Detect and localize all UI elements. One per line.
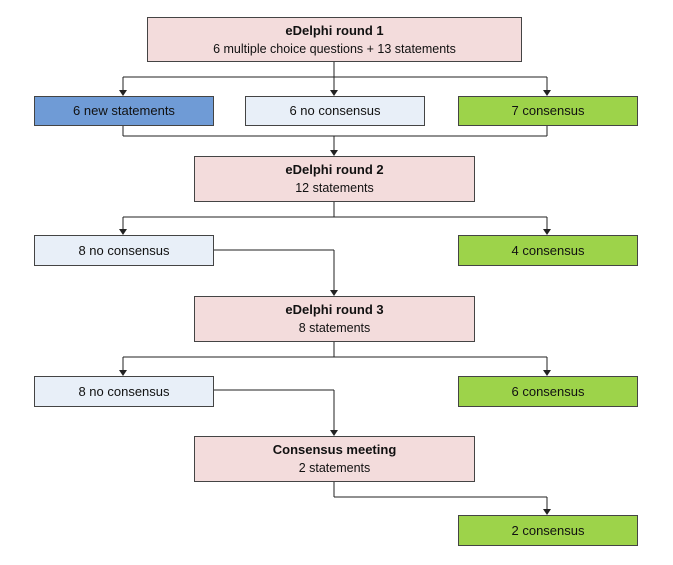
round-1-subtitle: 6 multiple choice questions + 13 stateme…: [213, 41, 456, 56]
arrowhead: [543, 509, 551, 515]
round-2-subtitle: 12 statements: [295, 181, 374, 195]
consensus-meeting-subtitle: 2 statements: [298, 461, 371, 475]
arrowhead: [543, 370, 551, 376]
arrowhead: [330, 290, 338, 296]
round-2-no-consensus-box: 8 no consensus: [34, 235, 214, 266]
round-3-title: eDelphi round 3: [285, 302, 384, 317]
new-statements-box: 6 new statements: [34, 96, 214, 126]
arrowhead: [119, 370, 127, 376]
round-2-no-consensus-label: 8 no consensus: [78, 242, 170, 258]
consensus-meeting-title: Consensus meeting: [272, 442, 397, 457]
round-3-consensus-box: 6 consensus: [458, 376, 638, 407]
arrowhead: [330, 430, 338, 436]
arrowhead: [330, 90, 338, 96]
round-2-consensus-box: 4 consensus: [458, 235, 638, 266]
final-consensus-label: 2 consensus: [511, 522, 585, 538]
round-1-consensus-box: 7 consensus: [458, 96, 638, 126]
round-1-no-consensus-label: 6 no consensus: [289, 103, 381, 118]
round-1-box: eDelphi round 1 6 multiple choice questi…: [147, 17, 522, 62]
round-3-consensus-label: 6 consensus: [511, 383, 585, 399]
round-3-subtitle: 8 statements: [298, 321, 371, 335]
round-1-title: eDelphi round 1: [285, 22, 384, 38]
arrowhead: [119, 229, 127, 235]
new-statements-label: 6 new statements: [73, 103, 175, 118]
round-2-title: eDelphi round 2: [285, 162, 384, 177]
round-3-no-consensus-box: 8 no consensus: [34, 376, 214, 407]
arrowhead: [543, 229, 551, 235]
round-1-consensus-label: 7 consensus: [511, 103, 585, 118]
arrowhead: [119, 90, 127, 96]
consensus-meeting-box: Consensus meeting 2 statements: [194, 436, 475, 482]
round-3-no-consensus-label: 8 no consensus: [78, 383, 170, 399]
arrowhead: [543, 90, 551, 96]
round-2-consensus-label: 4 consensus: [511, 242, 585, 258]
round-2-box: eDelphi round 2 12 statements: [194, 156, 475, 202]
final-consensus-box: 2 consensus: [458, 515, 638, 546]
round-3-box: eDelphi round 3 8 statements: [194, 296, 475, 342]
round-1-no-consensus-box: 6 no consensus: [245, 96, 425, 126]
arrowhead: [330, 150, 338, 156]
